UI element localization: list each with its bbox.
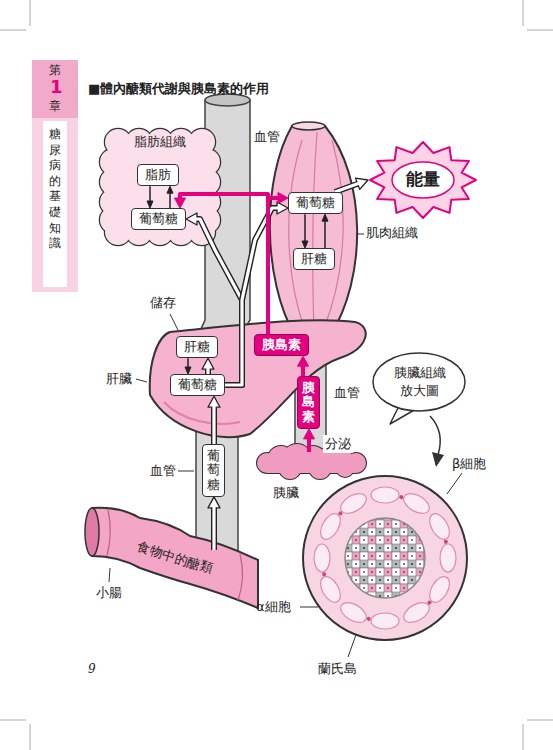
flow-arrow [322, 214, 328, 248]
energy-burst: 能量 [368, 140, 478, 220]
flow-arrow [185, 358, 191, 374]
node-label: 脂肪 [145, 166, 171, 184]
chapter-tab [32, 60, 78, 292]
node-label: 肝臟 [106, 370, 132, 388]
flow-arrow [175, 194, 269, 334]
flow-arrow [302, 214, 308, 248]
flow-arrow [335, 178, 368, 192]
node-label: 能量 [368, 168, 478, 192]
part-label: 血管 [254, 128, 280, 146]
insulin-box: 胰島素 [254, 334, 309, 356]
flow-arrow [268, 193, 288, 335]
node-label: 葡萄糖 [207, 449, 220, 492]
chapter-mark: 章 [49, 99, 61, 115]
flow-arrow [147, 186, 153, 208]
flow-arrow [298, 356, 309, 376]
muscle-tissue: 肌肉組織 葡萄糖肝糖 [262, 118, 437, 343]
glucose-box: 葡萄糖 [202, 444, 225, 497]
flow-arrow [186, 213, 242, 385]
zoom-arrow [430, 416, 444, 467]
liver: 肝臟 肝糖葡萄糖 胰島素 [100, 312, 368, 447]
diagram-title: ■體內醣類代謝與胰島素的作用 [88, 80, 269, 98]
node-label: 小腸 [96, 584, 122, 602]
liver-outline [100, 312, 368, 447]
glucose-box: 葡萄糖 [131, 208, 186, 230]
small-intestine: 小腸食物中的醣類 [80, 492, 270, 617]
node-label: 脂肪組織 [100, 133, 220, 151]
callout-bubble: 胰臟組織 放大圖 [372, 352, 467, 414]
node-label: 葡萄糖 [296, 194, 335, 212]
part-label: 儲存 [150, 294, 176, 312]
page-number: 9 [88, 662, 96, 678]
node-label: 胰臟 [273, 484, 299, 502]
chapter-number: 1 [50, 76, 63, 98]
node-label: 肌肉組織 [366, 224, 418, 242]
edge-label: 分泌 [323, 435, 353, 453]
flow-arrow [208, 396, 220, 444]
insulin-box: 胰島素 [297, 376, 320, 429]
part-label: α細胞 [256, 598, 291, 616]
flow-arrow [225, 202, 288, 385]
glucose-box: 葡萄糖 [170, 374, 225, 396]
flow-arrow [202, 358, 214, 374]
node-label: 葡萄糖 [139, 210, 178, 228]
glycogen-box: 肝糖 [293, 248, 335, 270]
node-label: 肝糖 [184, 338, 210, 356]
glycogen-box: 肝糖 [176, 336, 218, 358]
flow-arrow [167, 186, 173, 208]
part-label: 血管 [334, 384, 360, 402]
node-label: 葡萄糖 [178, 376, 217, 394]
node-label: 胰島素 [302, 381, 315, 424]
node-label: 胰臟組織 放大圖 [387, 364, 452, 399]
part-label: 蘭氏島 [318, 660, 357, 678]
pancreas-tissue-magnified [303, 476, 467, 640]
chapter-title: 糖尿病的基礎知識 [49, 127, 61, 252]
fat-tissue: 脂肪組織脂肪葡萄糖 [100, 128, 220, 246]
glucose-box: 葡萄糖 [288, 192, 343, 214]
node-label: 胰島素 [262, 336, 301, 354]
flow-arrow [304, 429, 315, 452]
node-label: 肝糖 [301, 250, 327, 268]
part-label: β細胞 [452, 455, 486, 473]
fat-box: 脂肪 [137, 164, 179, 186]
flow-arrow [208, 497, 220, 550]
part-label: 血管 [150, 462, 176, 480]
